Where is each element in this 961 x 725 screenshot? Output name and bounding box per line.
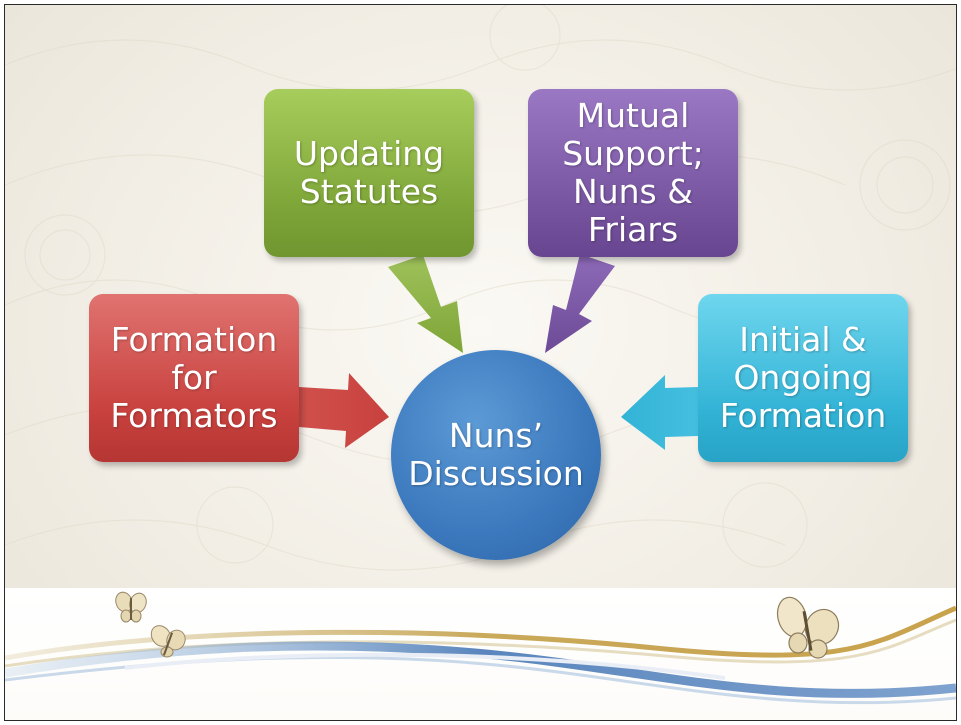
butterfly-icon	[115, 591, 147, 623]
center-node-nuns-discussion: Nuns’ Discussion	[391, 350, 601, 560]
node-label: Initial & Ongoing Formation	[719, 320, 887, 435]
arrow-from-updating-statutes	[388, 255, 463, 353]
node-label: Updating Statutes	[293, 134, 445, 211]
arrow-from-mutual-support	[545, 254, 615, 353]
node-formation-for-formators: Formation for Formators	[89, 294, 299, 462]
decorative-swoosh	[5, 605, 956, 705]
arrow-from-formation-for-formators	[299, 373, 389, 448]
node-label: Mutual Support; Nuns & Friars	[562, 96, 704, 249]
butterfly-icon	[776, 596, 840, 659]
slide: Updating Statutes Mutual Support; Nuns &…	[4, 4, 957, 721]
arrows-layer	[299, 254, 698, 450]
butterfly-icon	[150, 625, 186, 658]
node-initial-ongoing-formation: Initial & Ongoing Formation	[698, 294, 908, 462]
node-label: Formation for Formators	[110, 320, 278, 435]
node-mutual-support: Mutual Support; Nuns & Friars	[528, 89, 738, 257]
center-label: Nuns’ Discussion	[408, 416, 584, 493]
arrow-from-initial-ongoing-formation	[621, 375, 698, 450]
node-updating-statutes: Updating Statutes	[264, 89, 474, 257]
